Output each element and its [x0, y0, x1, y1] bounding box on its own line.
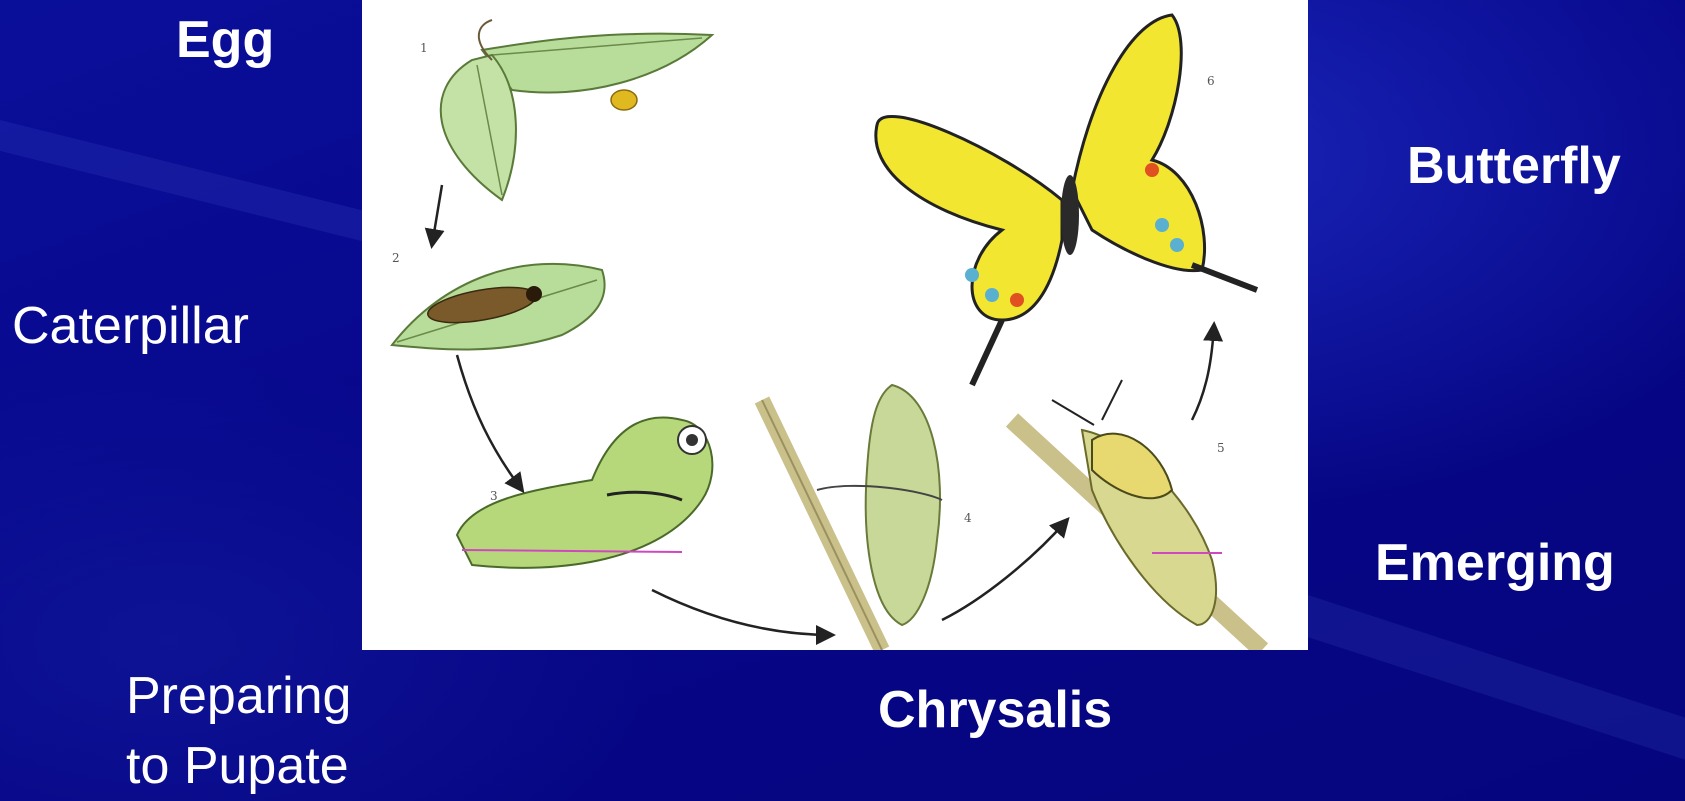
stage-number-1: 1 — [420, 41, 428, 55]
adult-butterfly-drawing — [876, 15, 1257, 385]
emerging-label: Emerging — [1375, 533, 1615, 593]
caterpillar-on-leaf-drawing — [392, 264, 605, 350]
arrow-caterpillar-to-prepare — [457, 355, 522, 490]
arrow-chrysalis-to-emerging — [942, 520, 1067, 620]
egg-label: Egg — [176, 10, 274, 70]
life-cycle-illustration: 1 2 3 4 5 6 — [362, 0, 1308, 650]
chrysalis-label: Chrysalis — [878, 680, 1112, 740]
stage-number-4: 4 — [964, 511, 972, 525]
stage-number-5: 5 — [1217, 441, 1225, 455]
stage-number-2: 2 — [392, 251, 400, 265]
emerging-butterfly-drawing — [1012, 380, 1262, 650]
life-cycle-svg: 1 2 3 4 5 6 — [362, 0, 1308, 650]
chrysalis-drawing — [762, 385, 942, 650]
arrow-emerging-to-butterfly — [1192, 325, 1214, 420]
stage-number-3: 3 — [490, 489, 498, 503]
arrow-egg-to-caterpillar — [432, 185, 442, 245]
preparing-label-line2: to Pupate — [126, 736, 349, 796]
egg-on-leaf-drawing — [441, 20, 712, 200]
preparing-label-line1: Preparing — [126, 666, 351, 726]
arrow-prepare-to-chrysalis — [652, 590, 832, 635]
caterpillar-label: Caterpillar — [12, 296, 249, 356]
stage-number-6: 6 — [1207, 74, 1215, 88]
butterfly-label: Butterfly — [1407, 136, 1621, 196]
